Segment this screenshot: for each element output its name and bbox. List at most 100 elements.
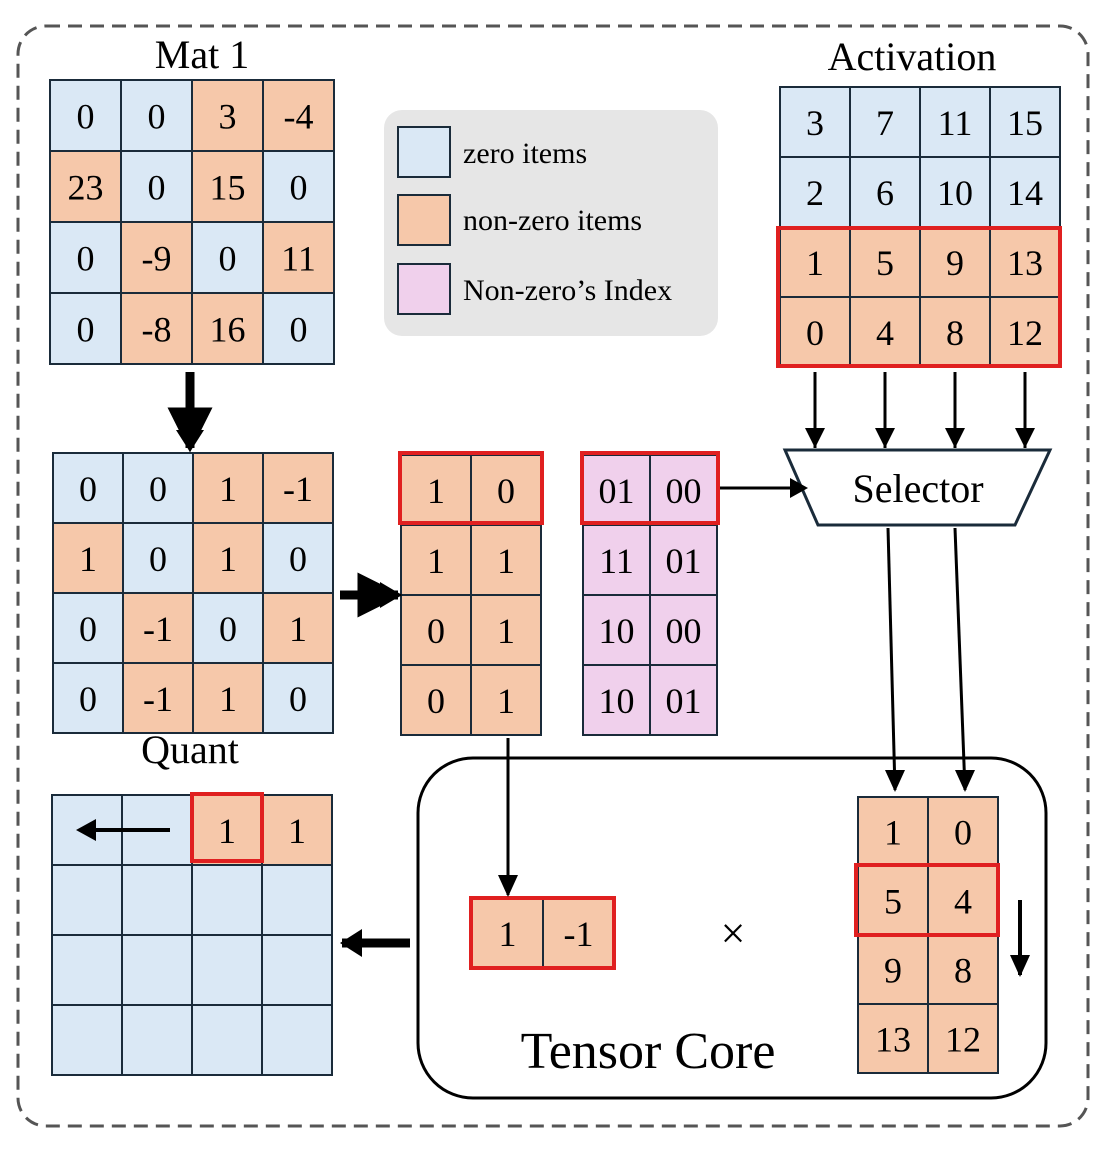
quant-output-cell xyxy=(191,864,263,936)
quant-title: Quant xyxy=(141,727,239,772)
quant-output-cell xyxy=(261,1004,333,1076)
legend-swatch-index xyxy=(397,263,451,315)
tensor-activation-cell xyxy=(927,1003,999,1074)
ternary-cell xyxy=(262,452,334,524)
index-value: 01 xyxy=(666,541,702,581)
compressed-value: 1 xyxy=(497,611,515,651)
legend: zero items non-zero items Non-zero’s Ind… xyxy=(384,110,718,336)
compressed-cell xyxy=(470,664,542,736)
activation-value: 7 xyxy=(876,103,894,143)
compressed-value: 1 xyxy=(497,541,515,581)
index-cell xyxy=(582,524,651,596)
mat1-cell xyxy=(120,292,193,365)
compressed-cell xyxy=(400,664,472,736)
activation-value: 11 xyxy=(938,103,973,143)
tensor-activation-value: 1 xyxy=(884,812,902,852)
mat1-value: 15 xyxy=(210,167,246,207)
ternary-cell xyxy=(262,592,334,664)
arrowhead-to-tensor-input xyxy=(498,875,518,897)
tensor-input-cell xyxy=(471,898,544,968)
mat1-title: Mat 1 xyxy=(155,32,249,77)
activation-cell xyxy=(989,226,1061,298)
mat1-value: -4 xyxy=(284,96,314,136)
ternary-value: -1 xyxy=(143,609,173,649)
activation-value: 13 xyxy=(1007,243,1043,283)
legend-label-nonzero: non-zero items xyxy=(463,204,642,237)
activation-value: 9 xyxy=(946,243,964,283)
activation-cell xyxy=(779,156,851,228)
tensor-activation-value: 12 xyxy=(945,1019,981,1059)
index-value: 01 xyxy=(599,471,635,511)
ternary-value: -1 xyxy=(143,679,173,719)
index-cell xyxy=(582,454,651,526)
index-cell xyxy=(649,594,718,666)
activation-cell xyxy=(919,226,991,298)
tensor-activation-cell xyxy=(857,796,929,867)
compressed-value: 0 xyxy=(427,611,445,651)
ternary-cell xyxy=(122,592,194,664)
tensor-input-value: 1 xyxy=(499,914,517,954)
index-highlight xyxy=(580,451,720,525)
compressed-cell xyxy=(470,594,542,666)
ternary-cell xyxy=(192,522,264,594)
ternary-cell xyxy=(192,452,264,524)
mat1-cell xyxy=(262,292,335,365)
activation-value: 10 xyxy=(937,173,973,213)
selector-shape xyxy=(782,448,1053,527)
arrowhead-to-quant xyxy=(340,929,362,957)
mat1-value: 0 xyxy=(77,309,95,349)
tensor-activation-cell xyxy=(927,934,999,1005)
compressed-value: 1 xyxy=(497,681,515,721)
activation-highlight xyxy=(776,226,1062,368)
arrow-selector-out-right xyxy=(953,527,967,791)
tensor-activation-value: 8 xyxy=(954,950,972,990)
mat1-value: 3 xyxy=(219,96,237,136)
legend-panel xyxy=(384,110,718,336)
activation-value: 4 xyxy=(876,313,894,353)
mat1-value: 0 xyxy=(77,96,95,136)
activation-cell xyxy=(779,296,851,368)
arrowhead-selector-left xyxy=(885,770,905,792)
activation-value: 5 xyxy=(876,243,894,283)
ternary-cell xyxy=(122,662,194,734)
index-value: 01 xyxy=(666,681,702,721)
mat1-value: -8 xyxy=(142,309,172,349)
arrowhead-selector-right xyxy=(955,770,975,792)
quant-output-cell xyxy=(51,934,123,1006)
activation-cell xyxy=(989,296,1061,368)
arrowhead-activation-2 xyxy=(875,428,895,448)
mat1-value: 0 xyxy=(290,167,308,207)
ternary-value: 1 xyxy=(79,539,97,579)
quant-output-cell xyxy=(261,864,333,936)
tensor-activation-cell xyxy=(857,1003,929,1074)
arrowhead-activation-3 xyxy=(945,428,965,448)
tensor-activation-value: 13 xyxy=(875,1019,911,1059)
ternary-value: 0 xyxy=(289,539,307,579)
ternary-value: 0 xyxy=(79,469,97,509)
multiply-symbol: × xyxy=(721,909,746,958)
activation-value: 2 xyxy=(806,173,824,213)
activation-value: 14 xyxy=(1007,173,1043,213)
ternary-value: 0 xyxy=(149,539,167,579)
arrows xyxy=(80,372,1027,975)
arrowhead-to-compressed xyxy=(380,582,402,608)
legend-label-zero: zero items xyxy=(463,137,587,170)
quant-output-cell xyxy=(51,864,123,936)
activation-value: 1 xyxy=(806,243,824,283)
quant-output-cell xyxy=(261,934,333,1006)
quant-output-cell xyxy=(191,1004,263,1076)
quant-output-cell xyxy=(121,934,193,1006)
index-cell xyxy=(649,524,718,596)
ternary-value: 1 xyxy=(289,609,307,649)
ternary-cell xyxy=(52,662,124,734)
mat1-cell xyxy=(191,292,264,365)
quant-output-highlight xyxy=(190,792,264,863)
legend-label-index: Non-zero’s Index xyxy=(463,274,672,307)
mat1-value: 23 xyxy=(68,167,104,207)
mat1-value: 0 xyxy=(290,309,308,349)
